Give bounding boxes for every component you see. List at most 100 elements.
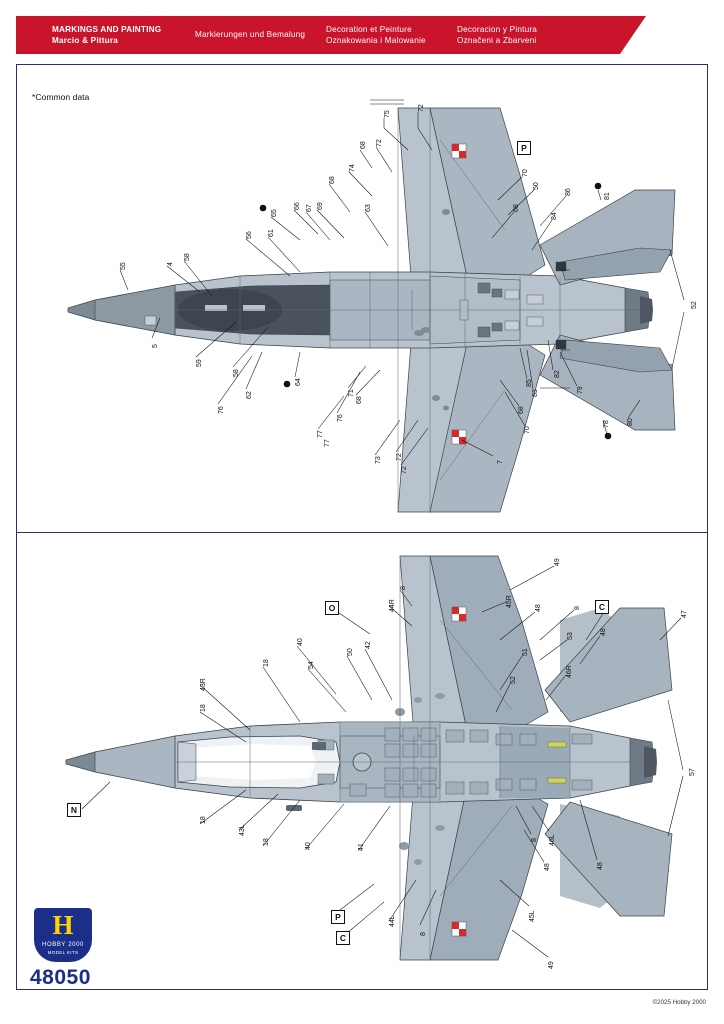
callout-72b: 72 xyxy=(376,139,383,147)
callout-b-8b: 8 xyxy=(574,606,581,610)
kit-number: 48050 xyxy=(30,966,91,989)
view-divider xyxy=(17,532,707,533)
brand-logo: H HOBBY 2000 MODEL KITS xyxy=(34,908,96,970)
callout-b-47: 47 xyxy=(681,610,688,618)
callout-b-40b: 40 xyxy=(305,842,312,850)
header-title-fr-1: Decoration et Peinture xyxy=(326,24,412,34)
header-red-shape xyxy=(16,16,646,54)
callout-b-54: 54 xyxy=(308,661,315,669)
callout-55: 55 xyxy=(120,262,127,270)
callout-76a: 76 xyxy=(218,406,225,414)
callout-b-18c: 18 xyxy=(200,816,207,824)
bottom-aircraft-view xyxy=(65,555,684,961)
callout-7: 7 xyxy=(497,460,504,464)
logo-shield-shape xyxy=(34,908,92,962)
callout-80: 80 xyxy=(627,418,634,426)
callout-b-18b: 18 xyxy=(200,704,207,712)
callout-86: 86 xyxy=(565,188,572,196)
callout-65: 65 xyxy=(271,209,278,217)
callout-77b: 77 xyxy=(324,439,331,447)
callout-5: 5 xyxy=(152,344,159,348)
callout-b-51: 51 xyxy=(522,648,529,656)
callout-b-48c: 48 xyxy=(544,863,551,871)
callout-b-43L: 43L xyxy=(239,824,246,836)
callout-68b: 68 xyxy=(329,176,336,184)
callout-b-18a: 18 xyxy=(263,659,270,667)
header-title-es-1: Decoracion y Pintura xyxy=(457,24,537,34)
callout-b-46R: 46R xyxy=(566,665,573,678)
callout-84: 84 xyxy=(551,212,558,220)
callout-75: 75 xyxy=(384,110,391,118)
callout-b-18d: 18 xyxy=(263,838,270,846)
callout-72a: 72 xyxy=(418,104,425,112)
callout-70b: 70 xyxy=(524,426,531,434)
letter-badge-c-bottom: C xyxy=(336,931,350,945)
common-data-note: *Common data xyxy=(32,92,90,102)
callout-b-40a: 40 xyxy=(297,638,304,646)
callout-81: 81 xyxy=(604,192,611,200)
header-banner: MARKINGS AND PAINTING Marcio & Pittura M… xyxy=(16,16,708,54)
callout-73: 73 xyxy=(375,456,382,464)
callout-b-48d: 48 xyxy=(597,862,604,870)
callout-b-53: 53 xyxy=(567,632,574,640)
letter-badge-p-bottom: P xyxy=(331,910,345,924)
callout-52: 52 xyxy=(691,301,698,309)
callout-79: 79 xyxy=(577,386,584,394)
copyright-text: ©2025 Hobby 2000 xyxy=(652,999,706,1006)
callout-b-49a: 49 xyxy=(554,558,561,566)
callout-78: 78 xyxy=(603,420,610,428)
callout-63: 63 xyxy=(365,204,372,212)
callout-b-8d: 8 xyxy=(531,838,538,842)
callout-b-57: 57 xyxy=(689,768,696,776)
callout-50: 50 xyxy=(533,182,540,190)
callout-4: 4 xyxy=(167,262,174,266)
top-aircraft-view xyxy=(67,99,685,513)
callout-56: 56 xyxy=(246,231,253,239)
callout-58a: 58 xyxy=(184,253,191,261)
callout-62: 62 xyxy=(246,391,253,399)
callout-77a: 77 xyxy=(317,430,324,438)
callout-58b: 58 xyxy=(233,369,240,377)
callout-b-42: 42 xyxy=(365,641,372,649)
callout-82: 82 xyxy=(554,370,561,378)
header-title-fr-2: Oznakowania i Malowanie xyxy=(326,36,426,45)
callout-72d: 72 xyxy=(401,466,408,474)
header-title-de-1: Markierungen und Bemalung xyxy=(195,30,306,40)
callout-85: 85 xyxy=(526,379,533,387)
callout-64: 64 xyxy=(295,378,302,386)
national-marking xyxy=(451,143,467,159)
logo-sub: MODEL KITS xyxy=(47,950,79,955)
callout-b-46L: 46L xyxy=(549,834,556,846)
callout-b-44R: 44R xyxy=(389,599,396,612)
header-title-en-2: Marcio & Pittura xyxy=(52,36,118,45)
callout-59: 59 xyxy=(196,359,203,367)
callout-71: 71 xyxy=(348,389,355,397)
header-title-columns: MARKINGS AND PAINTING Marcio & Pittura M… xyxy=(16,16,646,54)
callout-68c: 68 xyxy=(356,396,363,404)
letter-badge-o: O xyxy=(325,601,339,615)
callout-b-49b: 49 xyxy=(548,961,555,969)
callout-61: 61 xyxy=(268,229,275,237)
logo-brand: HOBBY 2000 xyxy=(42,942,84,948)
callout-b-50: 50 xyxy=(347,648,354,656)
letter-badge-n: N xyxy=(67,803,81,817)
callout-b-8a: 8 xyxy=(400,586,407,590)
callout-74: 74 xyxy=(349,164,356,172)
callout-b-43R: 43R xyxy=(200,678,207,691)
callout-b-45R: 45R xyxy=(506,595,513,608)
callout-b-52: 52 xyxy=(510,676,517,684)
national-marking xyxy=(451,429,467,445)
callout-83: 83 xyxy=(532,389,539,397)
header-col-fr: Decoration et Peinture Oznakowania i Mal… xyxy=(326,24,457,47)
header-title-en-1: MARKINGS AND PAINTING xyxy=(52,24,162,34)
callout-b-48b: 48 xyxy=(600,628,607,636)
callout-b-44L: 44L xyxy=(389,915,396,927)
letter-badge-c-top: C xyxy=(595,600,609,614)
callout-66: 66 xyxy=(294,202,301,210)
callout-76b: 76 xyxy=(337,414,344,422)
callout-68d: 68 xyxy=(513,204,520,212)
header-col-es: Decoracion y Pintura Označeni a Zbarveni xyxy=(457,24,588,47)
callout-b-45L: 45L xyxy=(529,910,536,922)
